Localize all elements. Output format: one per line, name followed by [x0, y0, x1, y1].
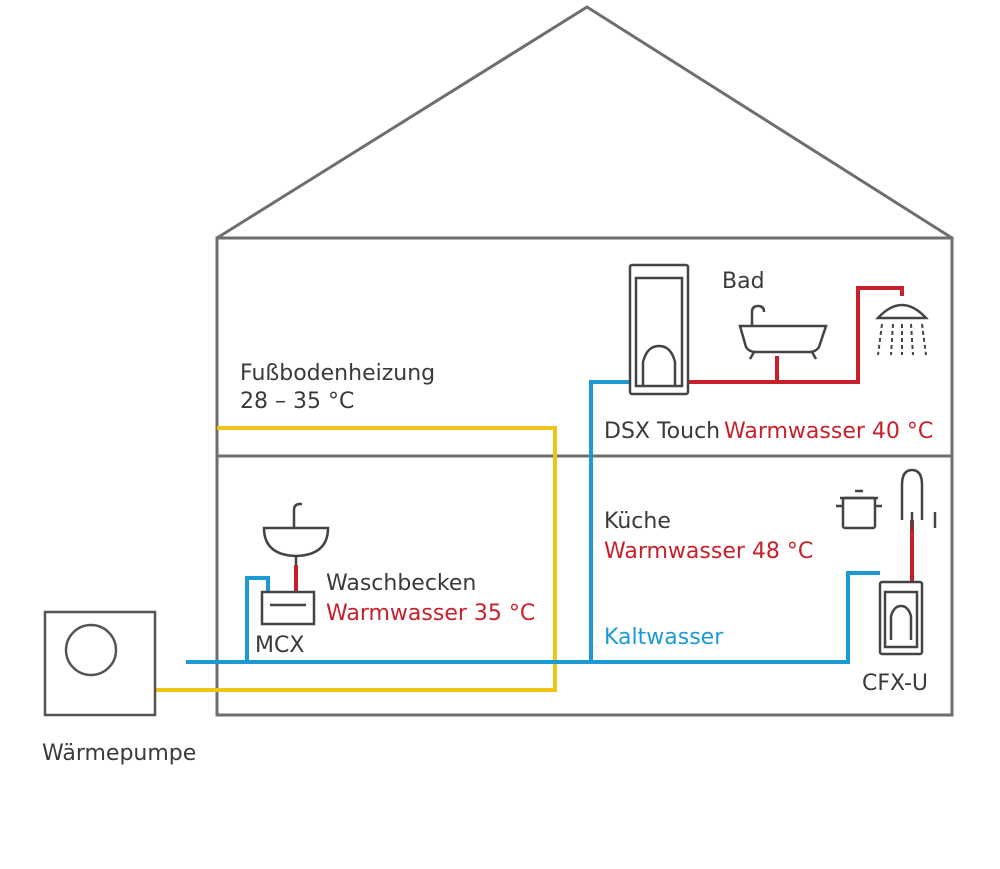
floor-heating-pipe	[155, 426, 557, 692]
cold-water-pipes	[186, 380, 880, 664]
kitchen-faucet-icon	[900, 468, 937, 530]
dsx-touch-label: DSX Touch	[604, 419, 720, 444]
washbasin-icon	[262, 502, 330, 565]
floor-heating-temp-label: 28 – 35 °C	[240, 389, 354, 414]
bath-label: Bad	[722, 269, 765, 294]
mcx-heater-icon	[260, 590, 316, 626]
cfx-u-label: CFX-U	[862, 671, 928, 696]
washbasin-label: Waschbecken	[326, 571, 476, 596]
heat-pump-label: Wärmepumpe	[42, 741, 196, 766]
mcx-label: MCX	[255, 633, 304, 658]
house-outline	[215, 5, 954, 717]
kitchen-warmwater-label: Warmwasser 48 °C	[604, 539, 813, 564]
cfx-u-heater-icon	[878, 580, 924, 656]
cold-water-label: Kaltwasser	[604, 625, 724, 650]
dsx-warmwater-label: Warmwasser 40 °C	[724, 419, 933, 444]
kitchen-label: Küche	[604, 509, 671, 534]
dsx-touch-heater-icon	[628, 263, 690, 396]
heat-pump-icon	[43, 610, 157, 717]
floor-heating-label: Fußbodenheizung	[240, 361, 435, 386]
washbasin-warmwater-label: Warmwasser 35 °C	[326, 601, 535, 626]
bathtub-icon	[738, 304, 828, 360]
warm-water-pipes	[294, 286, 914, 592]
shower-icon	[875, 303, 929, 356]
cooking-pot-icon	[836, 489, 882, 530]
